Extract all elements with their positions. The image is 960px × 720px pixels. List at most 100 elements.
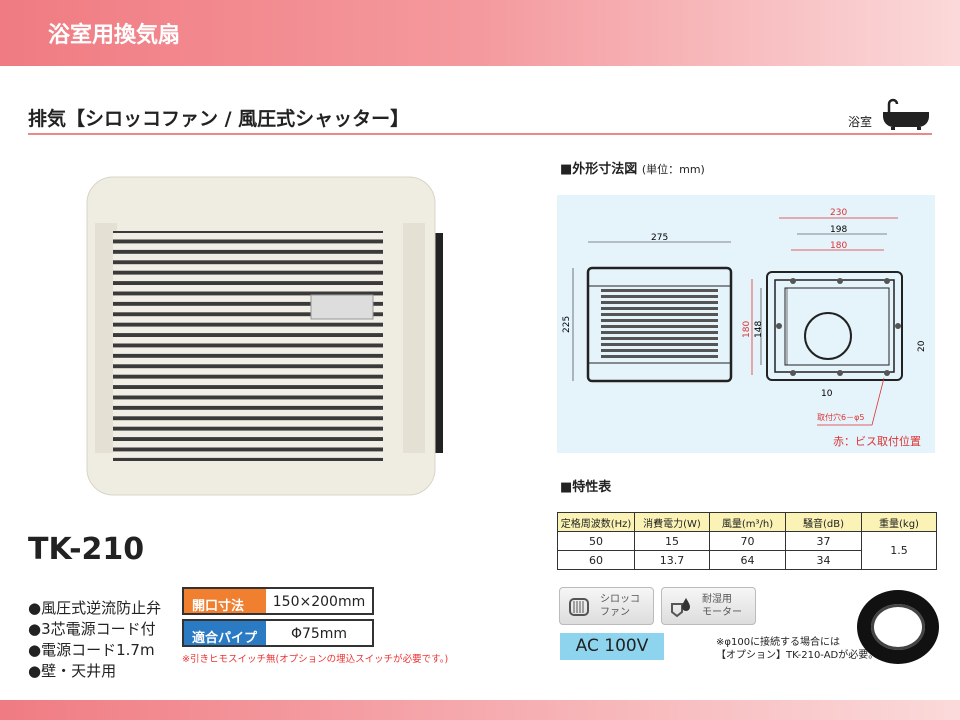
switch-note: ※引きヒモスイッチ無(オプションの埋込スイッチが必要です。) xyxy=(182,654,449,665)
dimension-diagram: 275 225 230 198 180 180 148 20 10 取付穴6－φ… xyxy=(557,195,935,453)
spec-label: 開口寸法 xyxy=(184,589,266,614)
feature-item: ●電源コード1.7m xyxy=(28,641,155,659)
grille-line xyxy=(601,301,718,304)
col-header: 定格周波数(Hz) xyxy=(557,512,635,532)
voltage-label: AC 100V xyxy=(560,633,664,660)
dim-20: 20 xyxy=(917,340,927,352)
grille-line xyxy=(601,355,718,358)
product-image xyxy=(86,176,443,496)
louver-slat xyxy=(113,368,383,375)
divider xyxy=(28,133,932,135)
grille-line xyxy=(601,289,718,292)
grille-line xyxy=(601,319,718,322)
louver-slat xyxy=(113,337,383,344)
grille-line xyxy=(601,343,718,346)
louver-slat xyxy=(113,378,383,386)
louver-slat xyxy=(113,285,383,292)
dim-230: 230 xyxy=(830,208,847,218)
dim-225: 225 xyxy=(562,316,572,333)
louver-slat xyxy=(113,305,383,313)
bathtub-icon xyxy=(883,98,929,130)
grille-line xyxy=(601,313,718,316)
louver-slat xyxy=(113,399,383,406)
cell: 13.7 xyxy=(634,550,710,570)
cell: 50 xyxy=(557,531,635,551)
dimensions-heading: ■外形寸法図 (単位：mm) xyxy=(560,158,705,177)
cell: 70 xyxy=(709,531,786,551)
spec-label: 適合パイプ xyxy=(184,621,266,646)
water-drop-icon xyxy=(671,598,690,618)
adapter-ring-image xyxy=(857,590,939,664)
feature-item: ●壁・天井用 xyxy=(28,662,117,680)
louver-slat xyxy=(113,274,383,282)
page-title: 浴室用換気扇 xyxy=(48,23,181,48)
grille-line xyxy=(601,307,718,310)
grille-line xyxy=(601,349,718,352)
cell: 60 xyxy=(557,550,635,570)
sirocco-fan-badge: シロッコファン xyxy=(559,587,654,625)
grille-line xyxy=(601,325,718,328)
note-line: ※φ100に接続する場合には xyxy=(716,637,841,648)
screw-position-legend: 赤：ビス取付位置 xyxy=(833,434,921,448)
heading-text: ■外形寸法図 xyxy=(560,162,638,177)
louver-slat xyxy=(113,409,383,417)
louver-slat xyxy=(113,441,383,448)
louver-slat xyxy=(113,389,383,396)
spec-value: Φ75mm xyxy=(290,626,348,642)
spec-value: 150×200mm xyxy=(272,594,366,610)
louver-slat xyxy=(113,264,383,271)
mounting-holes-label: 取付穴6－φ5 xyxy=(817,412,864,422)
louver-slat xyxy=(113,295,383,302)
dim-198: 198 xyxy=(830,225,847,235)
note-line: 【オプション】TK-210-ADが必要。 xyxy=(716,650,879,661)
louver-slat xyxy=(113,326,383,334)
louver-slat xyxy=(113,233,383,240)
moisture-motor-badge: 耐湿用モーター xyxy=(661,587,756,625)
grille-line xyxy=(601,295,718,298)
fan-icon xyxy=(569,598,589,616)
dim-10: 10 xyxy=(821,389,833,399)
louver-slat xyxy=(113,316,383,323)
col-header: 重量(kg) xyxy=(861,512,937,532)
grille-line xyxy=(601,331,718,334)
option-note: ※φ100に接続する場合には【オプション】TK-210-ADが必要。 xyxy=(716,636,878,662)
dim-180-width: 180 xyxy=(830,241,847,251)
badge-line: 耐湿用 xyxy=(702,594,732,605)
characteristics-heading: ■特性表 xyxy=(560,480,612,495)
louver-slat xyxy=(113,420,383,427)
louver-slat xyxy=(113,243,383,250)
badge-line: シロッコ xyxy=(600,594,640,605)
badge-line: モーター xyxy=(702,607,742,618)
louver-slat xyxy=(113,451,383,458)
louver-slat xyxy=(113,430,383,438)
dim-148: 148 xyxy=(754,321,764,338)
unit-text: (単位：mm) xyxy=(641,163,705,176)
footer-band xyxy=(0,700,960,720)
spec-pipe: 適合パイプ Φ75mm xyxy=(182,619,374,647)
model-number: TK-210 xyxy=(28,532,145,567)
cell: 37 xyxy=(785,531,862,551)
cell: 15 xyxy=(634,531,710,551)
feature-list: ●風圧式逆流防止弁 ●3芯電源コード付 ●電源コード1.7m ●壁・天井用 xyxy=(28,598,161,682)
badge-line: ファン xyxy=(600,607,630,618)
louver-slat xyxy=(113,253,383,261)
col-header: 風量(m³/h) xyxy=(709,512,786,532)
cell: 64 xyxy=(709,550,786,570)
dim-275: 275 xyxy=(651,233,668,243)
col-header: 騒音(dB) xyxy=(785,512,862,532)
feature-item: ●風圧式逆流防止弁 xyxy=(28,599,162,617)
cell: 34 xyxy=(785,550,862,570)
header-banner: 浴室用換気扇 xyxy=(0,0,960,66)
feature-item: ●3芯電源コード付 xyxy=(28,620,156,638)
louver-slat xyxy=(113,357,383,365)
grille-line xyxy=(601,337,718,340)
product-subtitle: 排気【シロッコファン / 風圧式シャッター】 xyxy=(28,108,410,130)
louver-slat xyxy=(113,347,383,354)
col-header: 消費電力(W) xyxy=(634,512,710,532)
dim-180-height: 180 xyxy=(742,321,752,338)
weight-cell: 1.5 xyxy=(861,531,937,570)
spec-opening-size: 開口寸法 150×200mm xyxy=(182,587,374,615)
